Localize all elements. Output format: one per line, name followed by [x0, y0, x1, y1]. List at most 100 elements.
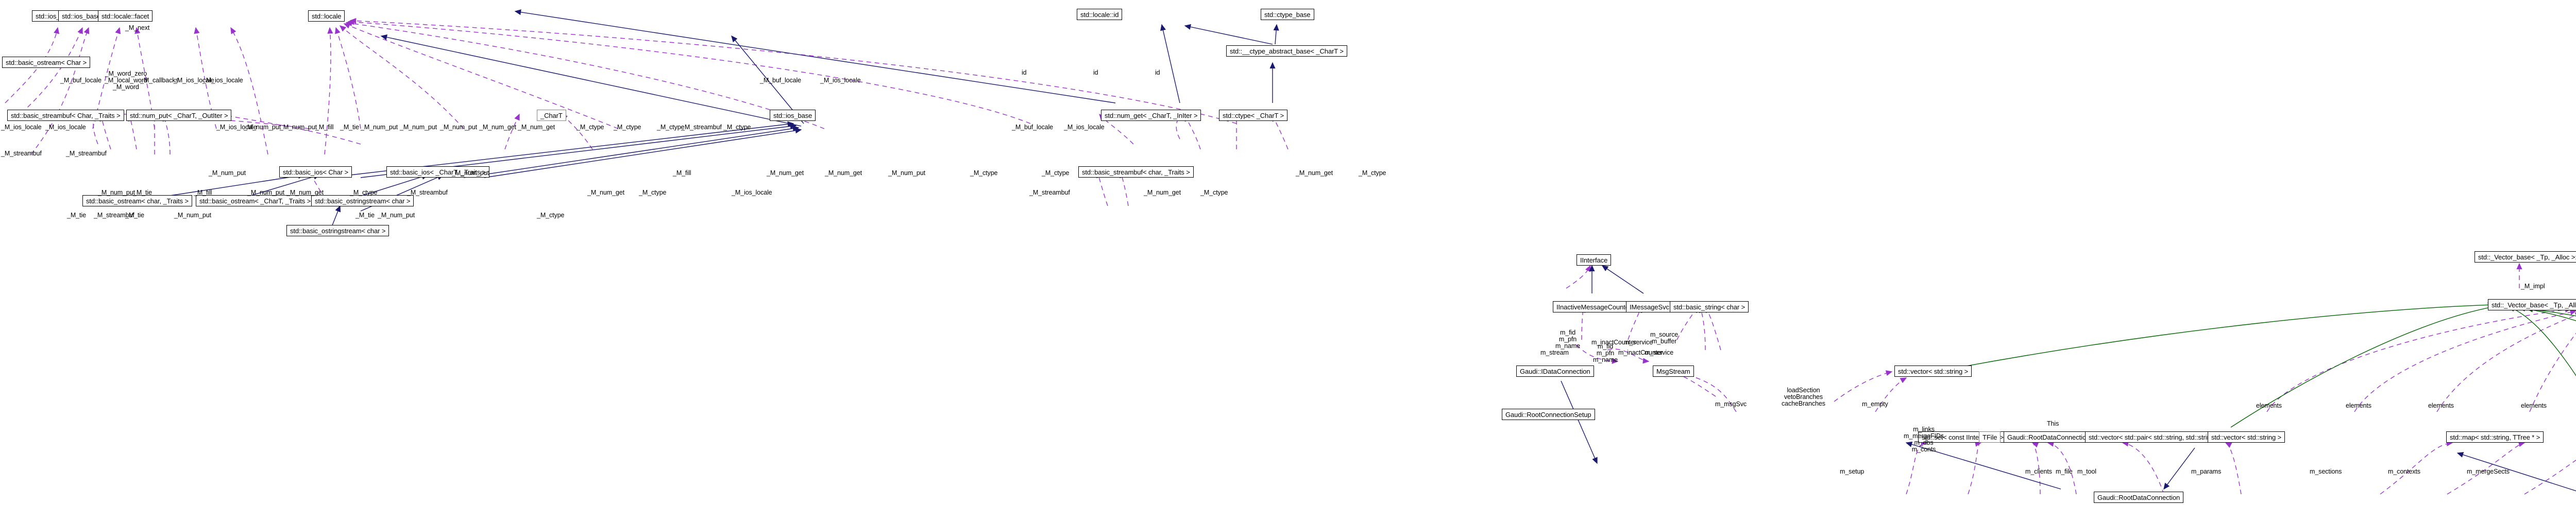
edge-label: _M_num_put	[440, 124, 477, 131]
class-node[interactable]: Gaudi::RootDataConnection::Tool	[2004, 431, 2109, 443]
class-node[interactable]: TFile	[1979, 431, 2001, 443]
class-node[interactable]: std::locale	[308, 10, 345, 22]
class-node[interactable]: std::__ctype_abstract_base< _CharT >	[1226, 45, 1347, 57]
edge-label: m_msgSvc	[1715, 400, 1747, 408]
class-node-label: Gaudi::IDataConnection	[1520, 367, 1590, 375]
class-node[interactable]: _CharT	[537, 110, 566, 121]
class-node[interactable]: IMessageSvc	[1626, 301, 1673, 312]
class-node[interactable]: Gaudi::RootDataConnection	[2094, 492, 2184, 503]
class-node[interactable]: std::basic_ostringstream< char >	[311, 195, 414, 206]
class-node[interactable]: std::vector< std::string >	[1894, 365, 1972, 377]
class-node-label: _CharT	[540, 111, 563, 119]
class-node-label: std::basic_ios< _CharT, _Traits >	[390, 168, 486, 176]
edge-label: id	[1022, 69, 1027, 76]
class-node[interactable]: MsgStream	[1653, 365, 1694, 377]
edge-label: elements	[2346, 402, 2371, 409]
edge-label: m_contexts	[2388, 468, 2420, 475]
usage-edges	[5, 18, 2576, 495]
edge-label: _M_num_get	[1144, 189, 1181, 196]
class-node[interactable]: std::vector< std::string >	[2208, 431, 2285, 443]
edge-label: _M_num_get	[286, 189, 324, 196]
class-node-label: std::basic_ostream< _CharT, _Traits >	[199, 197, 311, 205]
edge-label: _M_streambuf	[94, 212, 134, 219]
class-node[interactable]: std::basic_streambuf< char, _Traits >	[1078, 166, 1194, 178]
edge-label: _M_num_get	[767, 169, 804, 177]
class-node-label: IInterface	[1580, 256, 1608, 264]
edge-label: _M_streambuf	[1029, 189, 1070, 196]
edge-label: id	[1155, 69, 1160, 76]
class-node-label: IMessageSvc	[1630, 303, 1669, 311]
edge-label: _M_streambuf	[1, 150, 42, 157]
edge-label: id	[1093, 69, 1098, 76]
edge-label: _M_ctype	[1042, 169, 1070, 177]
class-node[interactable]: std::ctype_base	[1261, 9, 1314, 20]
class-node[interactable]: std::ctype< _CharT >	[1219, 110, 1288, 121]
edge-label: _M_num_put	[888, 169, 925, 177]
class-node-label: std::num_put< _CharT, _OutIter >	[130, 111, 228, 119]
inheritance-edges	[103, 9, 2576, 492]
class-node[interactable]: std::locale::facet	[98, 10, 153, 22]
edge-label: _M_num_put	[452, 169, 489, 177]
edge-label: _M_num_put	[400, 124, 437, 131]
class-node[interactable]: std::_Vector_base< _Tp, _Alloc >::_Vecto…	[2475, 251, 2576, 263]
edge-label: _M_fill	[673, 169, 691, 177]
edge-label: m_stream	[1540, 349, 1569, 356]
edge-label: _M_word_zero_M_local_word_M_word	[105, 70, 147, 91]
class-node[interactable]: std::basic_streambuf< Char, _Traits >	[7, 110, 124, 121]
class-node[interactable]: std::basic_ios< _CharT, _Traits >	[386, 166, 490, 178]
class-node[interactable]: std::basic_string< char >	[1670, 301, 1749, 312]
class-node[interactable]: std::basic_ostream< _CharT, _Traits >	[196, 195, 315, 206]
edge-label: _M_num_put	[247, 189, 284, 196]
edge-label: m_file	[2056, 468, 2073, 475]
edge-label: _M_ios_locale	[216, 124, 257, 131]
class-node[interactable]: Gaudi::IDataConnection	[1516, 365, 1594, 377]
edge-label: _M_num_put	[361, 124, 398, 131]
class-node[interactable]: std::basic_ostream< char, _Traits >	[82, 195, 193, 206]
edge-label: _M_ctype	[639, 189, 667, 196]
class-node[interactable]: std::num_get< _CharT, _InIter >	[1101, 110, 1201, 121]
edge-label: _M_tie	[67, 212, 86, 219]
class-node[interactable]: std::ios_base	[770, 110, 816, 121]
class-node[interactable]: std::map< std::string, TTree * >	[2446, 431, 2544, 443]
edge-label: _M_ctype	[970, 169, 998, 177]
class-node[interactable]: std::basic_ostringstream< char >	[286, 225, 389, 236]
class-node-label: std::vector< std::string >	[2211, 433, 2282, 441]
class-node[interactable]: std::basic_ostream< Char >	[2, 57, 91, 68]
edge-label: _M_num_put	[209, 169, 246, 177]
class-node-label: Gaudi::RootDataConnection	[2097, 493, 2180, 501]
class-node[interactable]: IInactiveMessageCounter	[1553, 301, 1635, 312]
class-node-label: IInactiveMessageCounter	[1556, 303, 1632, 311]
class-node-label: std::_Vector_base< _Tp, _Alloc >::_Vecto…	[2478, 253, 2576, 261]
class-node-label: std::basic_ostringstream< char >	[315, 197, 411, 205]
class-node[interactable]: Gaudi::RootConnectionSetup	[1502, 409, 1595, 420]
edge-label: m_tool	[2077, 468, 2096, 475]
class-node[interactable]: std::locale::id	[1077, 9, 1123, 20]
edge-label: This	[2047, 420, 2059, 427]
class-node-label: std::basic_string< char >	[1673, 303, 1745, 311]
class-node[interactable]: std::_Vector_base< _Tp, _Alloc >	[2488, 299, 2576, 310]
edge-label: _M_num_put	[244, 124, 281, 131]
class-node[interactable]: std::basic_ios< Char >	[279, 166, 352, 178]
class-node-label: std::ctype_base	[1264, 10, 1311, 19]
class-node-label: std::basic_ostream< Char >	[6, 58, 87, 66]
class-node-label: std::num_get< _CharT, _InIter >	[1105, 111, 1198, 119]
class-node-label: MsgStream	[1656, 367, 1690, 375]
class-node-label: std::locale::facet	[101, 12, 149, 20]
class-node-label: std::ios_base	[773, 111, 812, 119]
edge-label: _M_buf_locale	[760, 77, 802, 84]
edge-label: _M_ctype	[1200, 189, 1228, 196]
edge-label: _M_num_get	[1296, 169, 1333, 177]
class-node[interactable]: std::vector< std::pair< std::string, std…	[2085, 431, 2229, 443]
class-node-label: Gaudi::RootDataConnection::Tool	[2007, 433, 2106, 441]
class-node[interactable]: IInterface	[1577, 254, 1612, 266]
edge-label: _M_impl	[2521, 283, 2545, 290]
edge-label: _M_tie	[355, 212, 375, 219]
class-node[interactable]: std::num_put< _CharT, _OutIter >	[126, 110, 232, 121]
edge-label: m_service	[1624, 339, 1653, 346]
edge-label: m_service	[1645, 349, 1674, 356]
edge-label: _M_callbacks	[140, 77, 179, 84]
